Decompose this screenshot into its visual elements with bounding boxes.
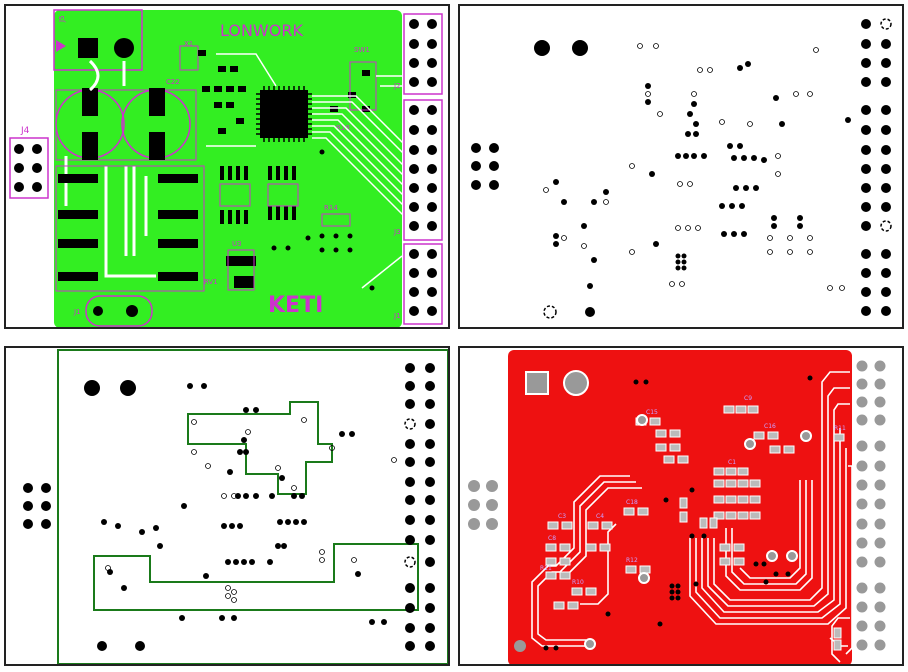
designator-label: U3 [232, 240, 242, 248]
drill-layer-panel [458, 4, 904, 329]
board-outline [57, 349, 448, 664]
designator-label: C18 [626, 499, 638, 506]
connector-j4-pins [14, 144, 42, 192]
designator-label: C9 [744, 395, 752, 402]
designator-label: R14 [324, 204, 338, 212]
top-layer-panel: J4 J5 C22 [4, 4, 450, 329]
designator-label: R11 [834, 425, 846, 432]
logo-text: KETI [268, 293, 323, 318]
connector-j4-outline [9, 137, 49, 199]
designator-label: J4 [20, 126, 30, 136]
top-layer-board: J4 J5 C22 [9, 9, 443, 327]
designator-label: C3 [558, 513, 566, 520]
designator-label: C22 [166, 78, 180, 86]
outline-layer-panel [4, 346, 450, 666]
keepout-zone [93, 543, 419, 611]
designator-label: C1 [728, 459, 736, 466]
designator-label: C16 [764, 423, 776, 430]
header-pins [409, 19, 437, 316]
designator-label: J1 [73, 308, 81, 316]
designator-label: SW1 [354, 46, 370, 54]
designator-label: RV1 [204, 278, 218, 286]
designator-label: C15 [646, 409, 658, 416]
designator-label: R12 [626, 557, 638, 564]
designator-label: J2 [393, 82, 401, 90]
bottom-layer-board: C9 C15 C16 C3 C4 C8 C1 C18 R12 R10 R11 R… [468, 350, 887, 664]
drill-layer-board [471, 18, 892, 319]
board-title: LONWORK [220, 21, 303, 40]
designator-label: R18 [336, 124, 350, 132]
outline-layer-board [23, 349, 448, 664]
designator-label: J1 [393, 312, 401, 320]
designator-label: J5 [58, 15, 66, 23]
bottom-layer-panel: C9 C15 C16 C3 C4 C8 C1 C18 R12 R10 R11 R… [458, 346, 904, 666]
designator-label: R10 [572, 579, 584, 586]
designator-label: C8 [548, 535, 556, 542]
designator-label: X1 [184, 40, 193, 48]
keepout-zone [187, 401, 333, 495]
designator-label: R11 [540, 565, 552, 572]
designator-label: C4 [596, 513, 604, 520]
designator-label: J3 [393, 228, 401, 236]
mcu-chip [260, 90, 308, 138]
